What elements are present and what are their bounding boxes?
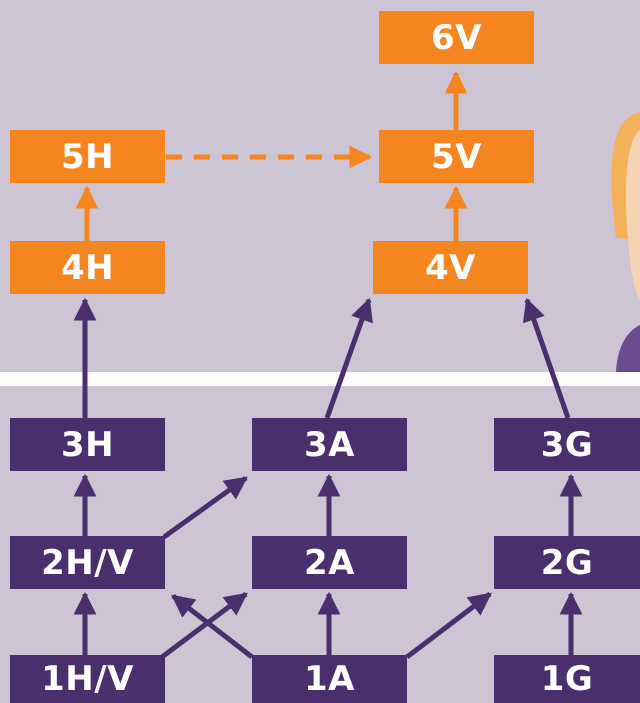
person-illustration bbox=[611, 112, 640, 372]
node-3h: 3H bbox=[10, 418, 165, 471]
node-5v: 5V bbox=[379, 130, 534, 183]
node-3g: 3G bbox=[494, 418, 640, 471]
node-4v-label: 4V bbox=[425, 247, 476, 288]
node-1a-label: 1A bbox=[304, 659, 355, 699]
node-5h-label: 5H bbox=[60, 136, 115, 177]
edge-3a-4v bbox=[324, 297, 373, 419]
section-divider bbox=[0, 372, 640, 386]
node-2a: 2A bbox=[252, 536, 407, 589]
node-4h-label: 4H bbox=[60, 247, 115, 288]
node-1g-label: 1G bbox=[540, 659, 594, 699]
node-2g-label: 2G bbox=[540, 542, 594, 583]
person-shirt bbox=[616, 325, 640, 372]
edge-1a-2hv bbox=[171, 594, 254, 659]
node-2a-label: 2A bbox=[304, 542, 355, 583]
node-6v-label: 6V bbox=[431, 17, 482, 58]
node-1hv-label: 1H/V bbox=[41, 659, 134, 699]
node-5h: 5H bbox=[10, 130, 165, 183]
node-3a-label: 3A bbox=[304, 424, 355, 465]
node-3g-label: 3G bbox=[540, 424, 594, 465]
node-5v-label: 5V bbox=[431, 136, 482, 177]
node-3h-label: 3H bbox=[60, 424, 115, 465]
edge-2hv-3a bbox=[162, 475, 248, 540]
node-3a: 3A bbox=[252, 418, 407, 471]
node-1hv: 1H/V bbox=[10, 655, 165, 703]
edge-1hv-2a bbox=[160, 592, 248, 659]
node-4v: 4V bbox=[373, 241, 528, 294]
node-2hv: 2H/V bbox=[10, 536, 165, 589]
node-6v: 6V bbox=[379, 11, 534, 64]
node-4h: 4H bbox=[10, 241, 165, 294]
node-1a: 1A bbox=[252, 655, 407, 703]
edge-3g-4v bbox=[522, 297, 571, 419]
edge-1a-2g bbox=[405, 592, 492, 659]
node-2hv-label: 2H/V bbox=[41, 542, 134, 583]
orange-edges bbox=[75, 70, 468, 241]
node-2g: 2G bbox=[494, 536, 640, 589]
purple-edges bbox=[73, 297, 583, 659]
person-face bbox=[625, 130, 640, 300]
node-1g: 1G bbox=[494, 655, 640, 703]
